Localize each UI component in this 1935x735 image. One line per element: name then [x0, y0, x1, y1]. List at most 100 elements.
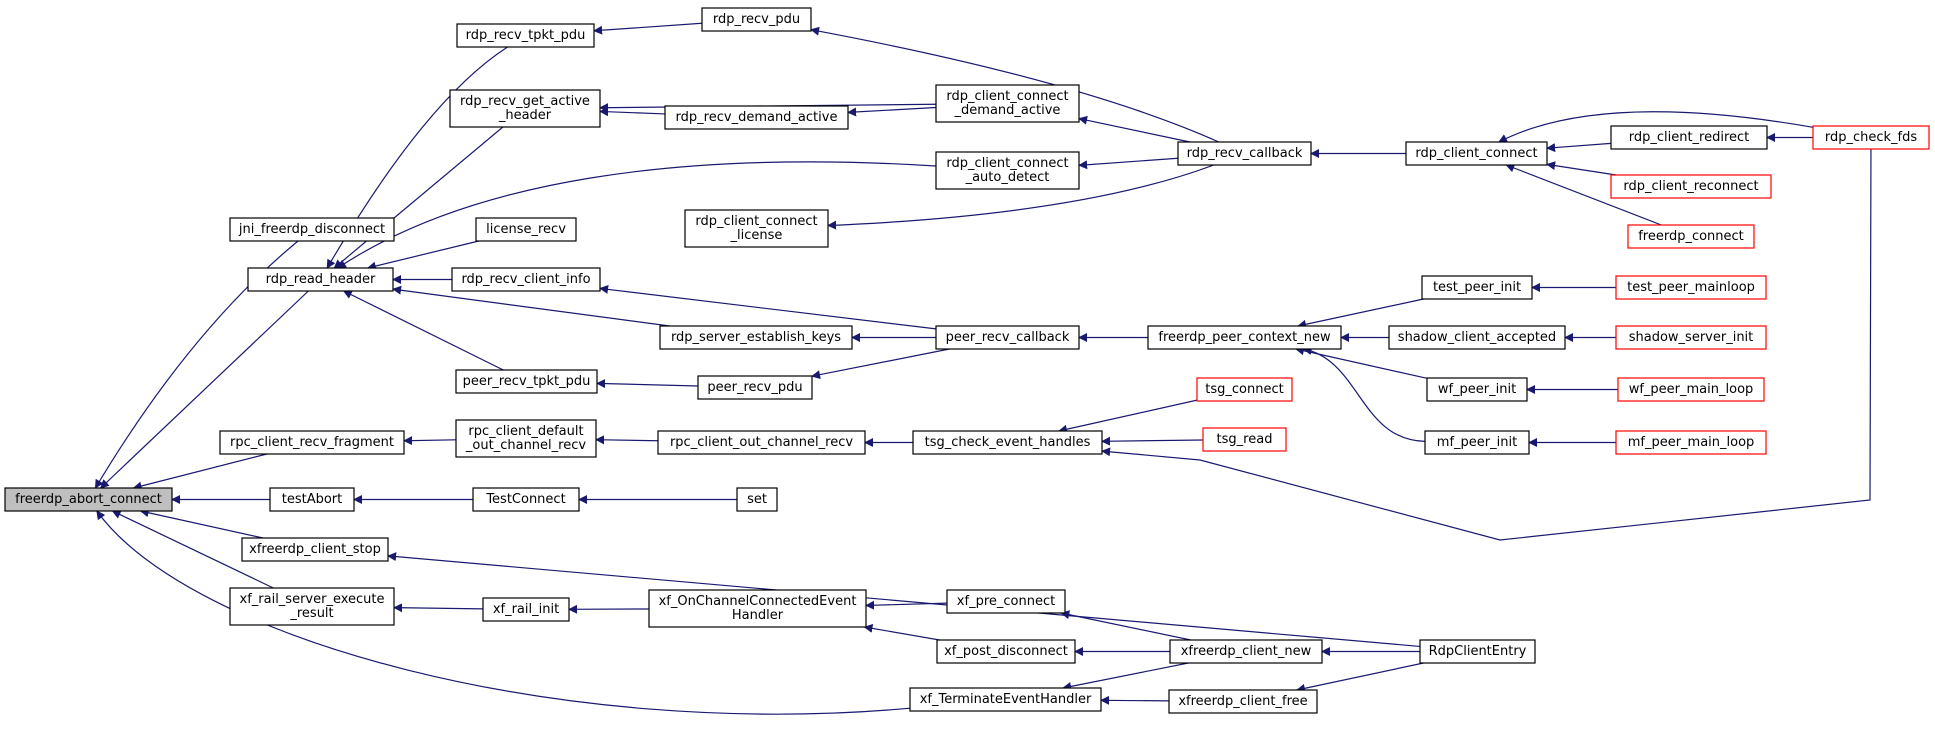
function-node[interactable]: mf_peer_init	[1424, 430, 1530, 455]
node-label: wf_peer_init	[1438, 382, 1516, 397]
function-node[interactable]: test_peer_init	[1421, 275, 1533, 300]
function-node[interactable]: xf_rail_server_execute_result	[229, 587, 395, 626]
function-node[interactable]: rdp_recv_client_info	[451, 267, 601, 292]
function-node[interactable]: tsg_connect	[1196, 377, 1293, 402]
node-label: peer_recv_pdu	[707, 380, 802, 395]
node-label: _header	[498, 108, 552, 123]
node-label: Handler	[732, 608, 784, 623]
node-box	[455, 419, 597, 458]
node-box	[1405, 141, 1548, 166]
node-box	[659, 325, 853, 350]
function-node[interactable]: xfreerdp_client_stop	[241, 537, 389, 562]
call-edge	[99, 290, 309, 489]
function-node[interactable]: rdp_check_fds	[1812, 125, 1930, 150]
function-node[interactable]: rpc_client_recv_fragment	[219, 430, 405, 455]
function-node[interactable]: TestConnect	[472, 487, 580, 512]
function-node[interactable]: rdp_server_establish_keys	[659, 325, 853, 350]
node-box	[1610, 174, 1772, 199]
function-node[interactable]: xf_TerminateEventHandler	[909, 687, 1102, 712]
call-edge	[595, 435, 659, 445]
function-node[interactable]: wf_peer_init	[1426, 377, 1528, 402]
node-label: _license	[730, 228, 783, 243]
function-node[interactable]: shadow_client_accepted	[1388, 325, 1566, 350]
function-node[interactable]: tsg_read	[1202, 427, 1287, 452]
node-label: tsg_check_event_handles	[925, 435, 1091, 450]
node-label: mf_peer_main_loop	[1628, 435, 1755, 450]
function-node[interactable]: xfreerdp_client_free	[1168, 689, 1318, 714]
function-node[interactable]: peer_recv_pdu	[697, 375, 813, 400]
function-node[interactable]: xf_post_disconnect	[936, 639, 1076, 664]
call-edge	[387, 552, 1421, 648]
node-box	[247, 267, 394, 292]
function-node[interactable]: peer_recv_tpkt_pdu	[455, 369, 598, 394]
node-box	[482, 597, 570, 622]
node-label: set	[747, 492, 767, 507]
call-edge	[333, 126, 504, 269]
node-box	[1169, 639, 1323, 664]
function-node[interactable]: rdp_recv_pdu	[701, 7, 812, 32]
function-node[interactable]: jni_freerdp_disconnect	[229, 217, 395, 242]
function-node[interactable]: rdp_recv_tpkt_pdu	[456, 23, 595, 48]
function-node[interactable]: rpc_client_default_out_channel_recv	[455, 419, 597, 458]
call-edge	[596, 379, 699, 389]
call-edge	[342, 290, 504, 371]
call-edge	[599, 284, 937, 330]
node-layer: freerdp_abort_connectjni_freerdp_disconn…	[4, 7, 1930, 714]
function-node[interactable]: test_peer_mainloop	[1615, 275, 1767, 300]
node-label: TestConnect	[485, 492, 565, 507]
function-node[interactable]: license_recv	[475, 217, 577, 242]
function-node[interactable]: rdp_client_connect	[1405, 141, 1548, 166]
call-edge	[392, 285, 670, 327]
function-node[interactable]: rdp_recv_get_active_header	[449, 89, 601, 128]
function-node[interactable]: testAbort	[269, 487, 355, 512]
function-node[interactable]: RdpClientEntry	[1419, 639, 1536, 664]
function-node[interactable]: shadow_server_init	[1615, 325, 1767, 350]
call-edge	[96, 510, 911, 715]
call-edge	[810, 26, 1220, 143]
function-node[interactable]: freerdp_peer_context_new	[1147, 325, 1342, 350]
node-box	[1196, 377, 1293, 402]
call-edge	[827, 164, 1214, 230]
node-label: _result	[289, 606, 333, 621]
call-edge	[1546, 142, 1612, 153]
call-edge	[599, 107, 666, 117]
function-node[interactable]: xfreerdp_client_new	[1169, 639, 1323, 664]
function-node[interactable]: rdp_client_connect_license	[684, 209, 829, 248]
call-edge	[1302, 346, 1426, 442]
function-node[interactable]: rpc_client_out_channel_recv	[657, 430, 866, 455]
function-node[interactable]: xf_rail_init	[482, 597, 570, 622]
function-node[interactable]: freerdp_connect	[1627, 224, 1755, 249]
function-node[interactable]: rdp_client_connect_auto_detect	[935, 151, 1080, 190]
function-node[interactable]: tsg_check_event_handles	[912, 430, 1103, 455]
function-node[interactable]: mf_peer_main_loop	[1615, 430, 1767, 455]
function-node[interactable]: rdp_client_connect_demand_active	[935, 84, 1080, 123]
node-box	[456, 23, 595, 48]
call-edge	[94, 240, 299, 489]
node-label: peer_recv_tpkt_pdu	[463, 374, 591, 389]
function-node[interactable]: xf_pre_connect	[946, 589, 1066, 614]
node-label: rdp_recv_get_active	[460, 94, 590, 109]
node-box	[684, 209, 829, 248]
function-node[interactable]: set	[736, 487, 778, 512]
call-edge	[863, 623, 940, 641]
node-label: rdp_read_header	[266, 272, 376, 287]
node-label: xf_post_disconnect	[944, 644, 1068, 659]
function-node[interactable]: peer_recv_callback	[935, 325, 1080, 350]
function-node[interactable]: rdp_client_redirect	[1610, 125, 1768, 150]
node-label: xf_rail_server_execute	[240, 592, 385, 607]
call-edge	[1296, 662, 1424, 693]
function-node[interactable]: rdp_recv_demand_active	[664, 105, 849, 130]
function-node[interactable]: wf_peer_main_loop	[1617, 377, 1765, 402]
node-box	[1426, 377, 1528, 402]
node-box	[1615, 275, 1767, 300]
node-box	[269, 487, 355, 512]
node-label: test_peer_init	[1433, 280, 1521, 295]
function-node[interactable]: rdp_read_header	[247, 267, 394, 292]
node-box	[1812, 125, 1930, 150]
function-node[interactable]: rdp_recv_callback	[1177, 141, 1312, 166]
node-box	[935, 151, 1080, 190]
function-node[interactable]: rdp_client_reconnect	[1610, 174, 1772, 199]
node-box	[451, 267, 601, 292]
node-box	[1168, 689, 1318, 714]
